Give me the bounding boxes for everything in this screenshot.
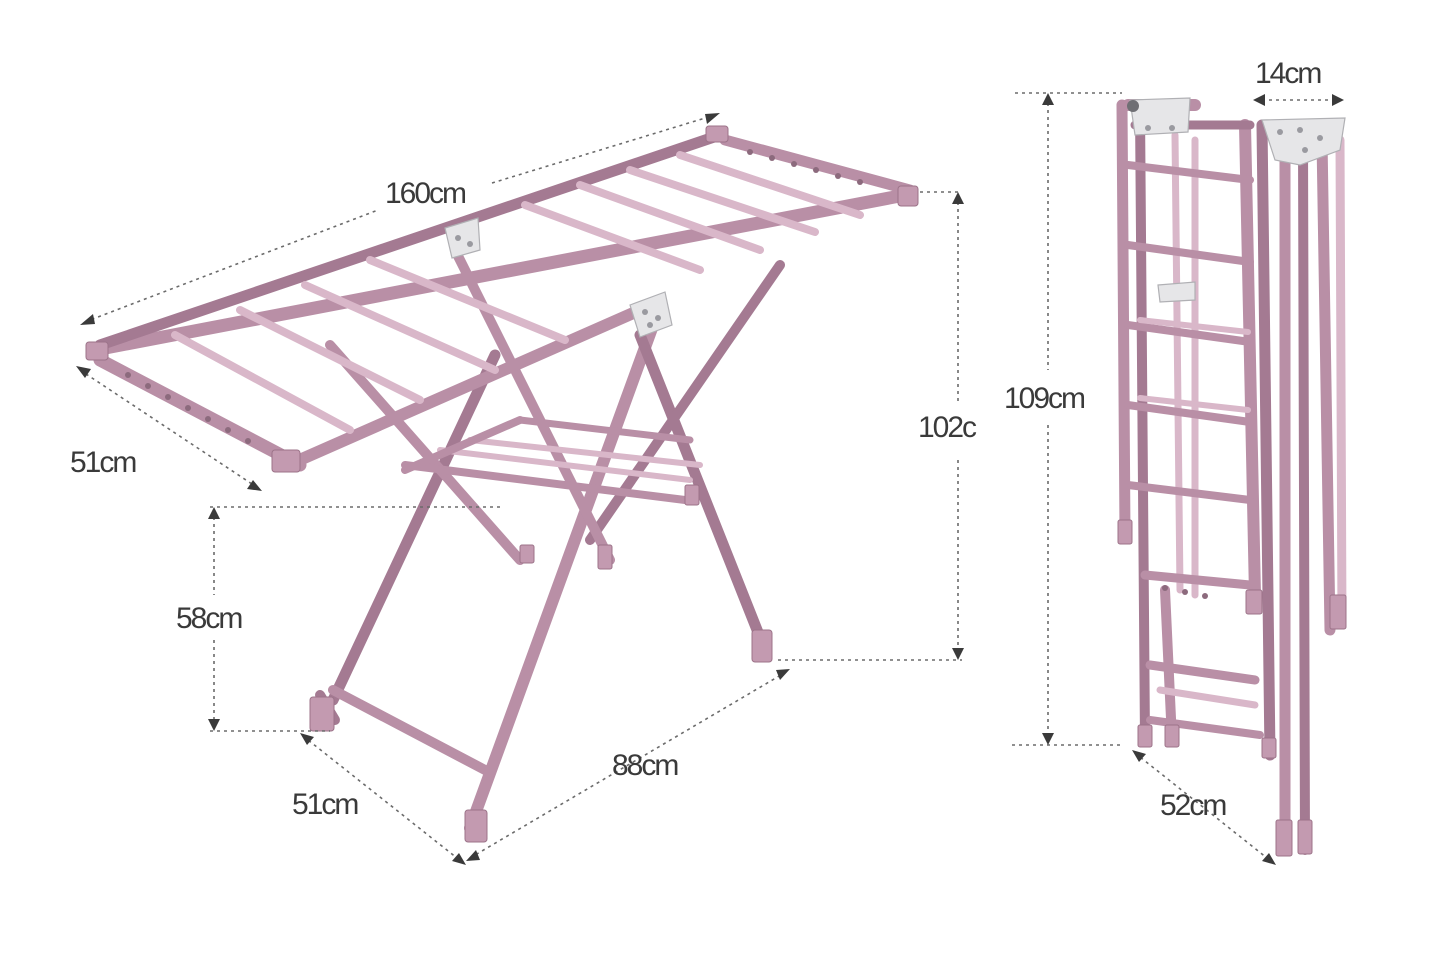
dimension-arrow-icon [1332, 94, 1344, 106]
dimension-arrow-icon [1132, 750, 1146, 762]
dimension-arrow-icon [452, 853, 466, 865]
label-folded-width: 52cm [1160, 789, 1226, 822]
dimension-arrow-icon [1262, 853, 1276, 865]
hinge-brackets [444, 217, 673, 338]
label-open-height: 102c [918, 411, 977, 444]
label-base-width: 51cm [292, 788, 358, 821]
label-folded-thickness: 14cm [1255, 57, 1321, 90]
label-open-length: 160cm [385, 177, 466, 210]
label-lower-height: 58cm [176, 602, 242, 635]
dimension-arrow-icon [776, 669, 790, 680]
label-open-wing-width: 51cm [70, 446, 136, 479]
dimension-arrow-icon [76, 366, 91, 378]
dimension-arrow-icon [466, 850, 480, 861]
folded-drying-rack [1116, 97, 1347, 857]
dimension-arrow-icon [1042, 733, 1054, 745]
dimension-arrow-icon [952, 648, 964, 660]
dimension-arrow-icon [952, 192, 964, 204]
open-drying-rack [85, 125, 919, 843]
dimension-labels: 160cm 51cm 102c 58cm 51cm 88cm 109cm 14c… [70, 57, 1323, 822]
rack-top-frame [85, 125, 919, 473]
dimension-arrow-icon [208, 507, 220, 519]
dimension-arrow-icon [300, 733, 314, 745]
rack-feet [309, 484, 773, 843]
label-folded-height: 109cm [1004, 382, 1085, 415]
dimension-arrow-icon [247, 480, 262, 491]
dimension-arrow-icon [705, 113, 720, 124]
dimension-arrow-icon [208, 719, 220, 731]
dimension-arrow-icon [1042, 93, 1054, 105]
dimension-lines [76, 92, 1344, 865]
dimension-arrow-icon [1253, 94, 1265, 106]
dimension-arrow-icon [80, 314, 95, 325]
label-base-depth: 88cm [612, 749, 678, 782]
